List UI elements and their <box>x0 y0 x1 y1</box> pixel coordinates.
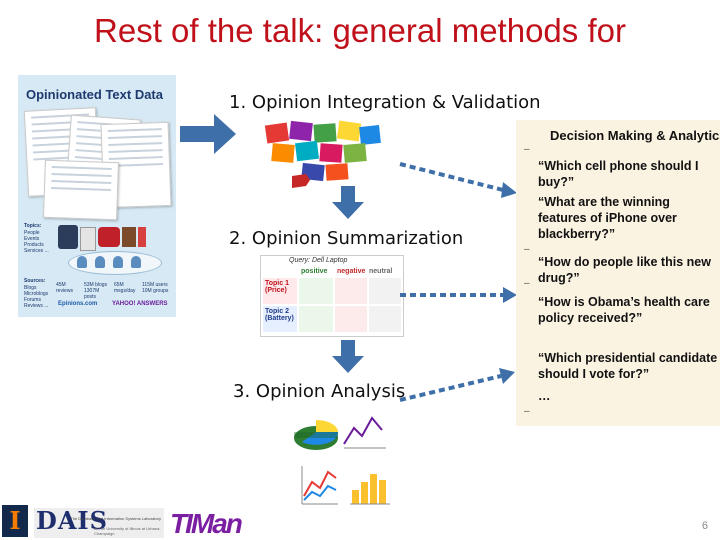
analysis-charts-icon <box>294 416 390 505</box>
step-2-label: 2. Opinion Summarization <box>229 228 464 249</box>
neutral-header: neutral <box>369 268 393 275</box>
source-count: 115M users 10M groups <box>142 282 169 294</box>
source-count: 45M reviews <box>56 282 73 294</box>
source-count: 65M msgs/day <box>114 282 136 294</box>
table-cell <box>335 278 367 304</box>
car-image-icon <box>98 227 120 247</box>
document-page <box>43 159 119 221</box>
lab-name: The Database and Information Systems Lab… <box>70 516 161 521</box>
decision-making-panel: Decision Making & Analytics – “Which cel… <box>516 120 720 426</box>
phone-image-icon <box>80 227 96 251</box>
panel-title: Opinionated Text Data <box>26 87 163 102</box>
topic-item: Events <box>24 236 40 242</box>
query-label: Query: Dell Laptop <box>289 257 348 264</box>
positive-header: positive <box>301 268 328 275</box>
slide-title: Rest of the talk: general methods for <box>94 12 626 49</box>
topic-label: Topic 2 (Battery) <box>265 308 294 322</box>
table-cell <box>369 278 401 304</box>
opinionated-text-data-panel: Opinionated Text Data Topics: People Eve… <box>18 75 176 317</box>
ellipsis: … <box>538 389 551 403</box>
negative-header: negative <box>337 268 366 275</box>
uiuc-logo: I <box>2 505 28 537</box>
question-item: “Which cell phone should I buy?” <box>538 159 699 189</box>
opinion-summary-table: Query: Dell Laptop positive negative neu… <box>260 255 404 337</box>
product-image-icon <box>138 227 146 247</box>
table-cell <box>299 278 333 304</box>
yahoo-answers-logo: YAHOO! ANSWERS <box>112 301 168 307</box>
question-item: “Which presidential candidate should I v… <box>538 351 718 381</box>
down-arrow-icon <box>332 186 364 219</box>
question-item: “What are the winning features of iPhone… <box>538 195 677 241</box>
dashed-arrows <box>399 162 517 402</box>
right-arrow-icon <box>180 114 236 154</box>
source-item: Blogs <box>24 285 37 291</box>
product-image-icon <box>122 227 136 247</box>
source-item: Microblogs <box>24 291 49 297</box>
topic-item: People <box>24 230 40 236</box>
step-1-label: 1. Opinion Integration & Validation <box>229 92 541 113</box>
step-3-label: 3. Opinion Analysis <box>233 381 406 402</box>
puzzle-pieces-icon <box>264 120 381 188</box>
topics-list: People Events Products Services ... <box>24 230 49 254</box>
bullet: – <box>524 406 530 417</box>
bullet: – <box>524 144 530 155</box>
topic-item: Products <box>24 242 44 248</box>
topic-item: Services ... <box>24 248 49 254</box>
dais-logo: DAIS <box>36 506 108 535</box>
table-cell <box>335 306 367 332</box>
question-item: “How do people like this new drug?” <box>538 255 711 285</box>
topic-cell: Topic 2 (Battery) <box>263 306 297 332</box>
page-number: 6 <box>701 520 708 532</box>
source-item: Forums <box>24 297 41 303</box>
down-arrow-icon <box>332 340 364 373</box>
panel-title: Decision Making & Analytics <box>550 128 720 143</box>
dais-logo-area: DAIS The Database and Information System… <box>34 506 164 538</box>
bullet: – <box>524 278 530 289</box>
question-item: “How is Obama’s health care policy recei… <box>538 295 710 325</box>
person-image-icon <box>58 225 78 249</box>
bullet: – <box>524 244 530 255</box>
epinions-logo: Epinions.com <box>58 301 98 307</box>
sources-label: Sources: <box>24 278 46 284</box>
social-network-icon <box>68 251 162 275</box>
source-item: Reviews ... <box>24 303 49 309</box>
topic-cell: Topic 1 (Price) <box>263 278 297 304</box>
table-cell <box>369 306 401 332</box>
sources-list: Blogs Microblogs Forums Reviews ... <box>24 285 48 309</box>
source-count: 53M blogs 1307M posts <box>84 282 108 300</box>
table-cell <box>299 306 333 332</box>
topic-label: Topic 1 (Price) <box>265 280 289 294</box>
timan-logo: TIMan <box>170 508 243 539</box>
topics-label: Topics: <box>24 223 42 229</box>
lab-subtitle: at The University of Illinois at Urbana-… <box>94 526 161 536</box>
